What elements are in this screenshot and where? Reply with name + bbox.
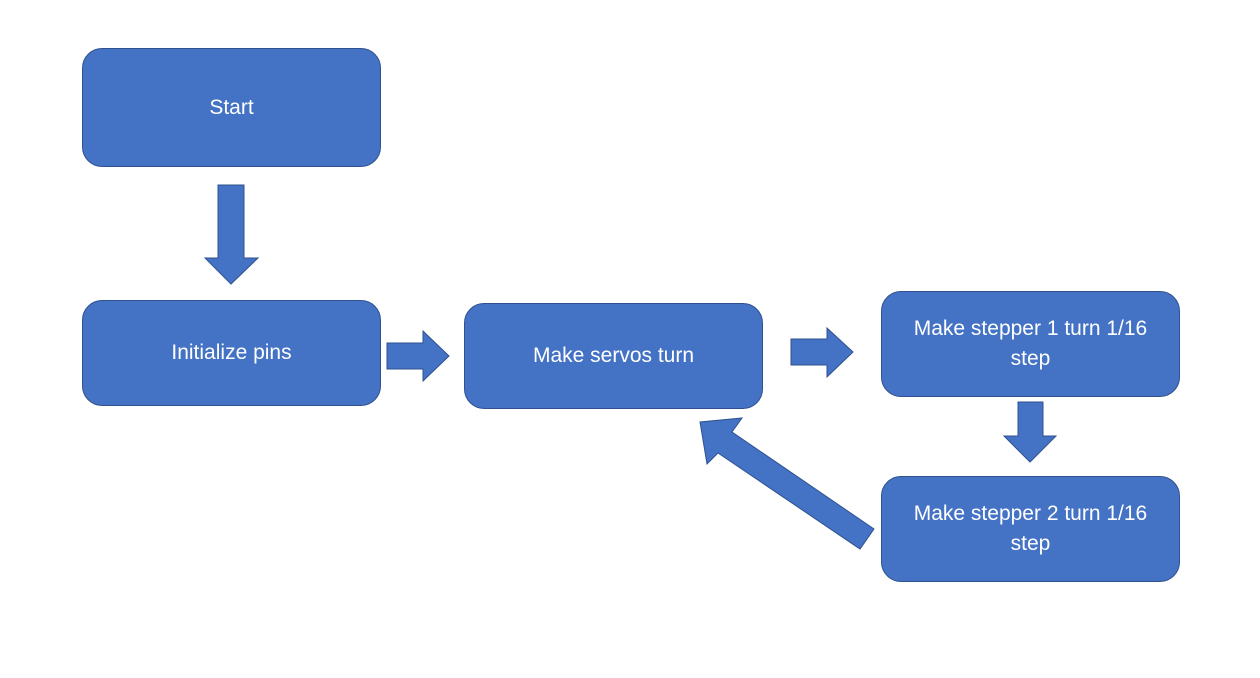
arrow-step1-to-step2 xyxy=(1002,401,1058,463)
arrow-start-to-init xyxy=(203,184,260,285)
node-make-servos-turn: Make servos turn xyxy=(464,303,763,409)
node-stepper-1-turn: Make stepper 1 turn 1/16 step xyxy=(881,291,1180,397)
node-make-servos-turn-label: Make servos turn xyxy=(532,344,695,367)
arrow-step2-to-servos xyxy=(699,417,875,550)
node-initialize-pins: Initialize pins xyxy=(82,300,381,406)
node-start-label: Start xyxy=(209,95,254,119)
node-stepper-2-turn: Make stepper 2 turn 1/16 step xyxy=(881,476,1180,582)
arrow-servos-to-step1 xyxy=(790,326,854,379)
node-start: Start xyxy=(82,48,381,167)
node-stepper-2-turn-label: Make stepper 2 turn 1/16 step xyxy=(913,502,1148,555)
node-initialize-pins-label: Initialize pins xyxy=(171,341,292,364)
arrow-init-to-servos xyxy=(386,329,450,383)
node-stepper-1-turn-label: Make stepper 1 turn 1/16 step xyxy=(913,317,1148,370)
